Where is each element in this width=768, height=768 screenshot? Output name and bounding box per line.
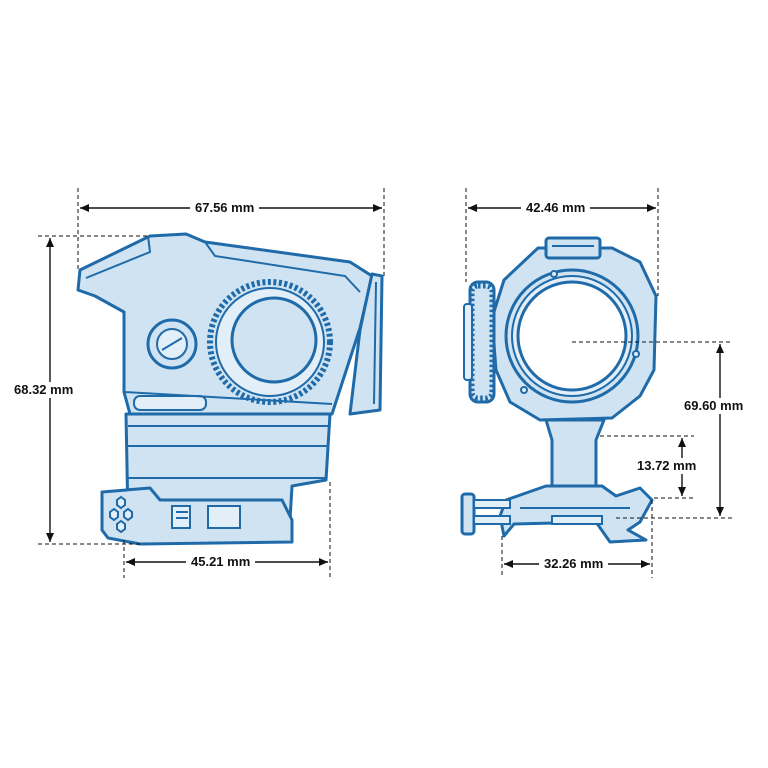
side-screw-slot bbox=[161, 337, 183, 351]
front-mount-label: 13.72 mm bbox=[632, 458, 702, 474]
front-lever-bar-1 bbox=[473, 499, 511, 509]
front-base-label: 32.26 mm bbox=[539, 556, 609, 572]
front-width-label: 42.46 mm bbox=[521, 200, 591, 216]
side-hex-4 bbox=[116, 519, 126, 534]
front-view bbox=[460, 188, 732, 578]
front-clamp-slot bbox=[551, 515, 603, 525]
side-knob-face bbox=[230, 296, 318, 384]
side-latch-block bbox=[207, 505, 241, 529]
side-lever-plate bbox=[100, 486, 294, 546]
side-length-label: 67.56 mm bbox=[190, 200, 260, 216]
front-bolt-3 bbox=[520, 386, 528, 394]
front-height-label: 69.60 mm bbox=[679, 398, 749, 414]
side-body-seam bbox=[123, 391, 333, 405]
side-height-label: 68.32 mm bbox=[9, 382, 79, 398]
side-hex-1 bbox=[116, 495, 126, 510]
side-view bbox=[38, 188, 385, 578]
front-knob-knurl bbox=[469, 283, 495, 401]
front-bolt-1 bbox=[550, 270, 558, 278]
front-knob-cap bbox=[463, 303, 473, 381]
front-lever-bar-2 bbox=[473, 515, 511, 525]
side-hex-2 bbox=[109, 507, 119, 522]
front-lever-knob bbox=[460, 492, 476, 536]
side-top-rib bbox=[85, 235, 152, 279]
side-slant-line bbox=[204, 241, 361, 293]
side-battery-slot bbox=[133, 395, 207, 411]
side-base-label: 45.21 mm bbox=[186, 554, 256, 570]
side-hex-3 bbox=[123, 507, 133, 522]
front-turret bbox=[544, 236, 602, 260]
front-clamp bbox=[498, 484, 654, 544]
side-rear-lens-edge bbox=[373, 281, 377, 405]
front-bolt-2 bbox=[632, 350, 640, 358]
front-lens-glass bbox=[516, 280, 628, 392]
